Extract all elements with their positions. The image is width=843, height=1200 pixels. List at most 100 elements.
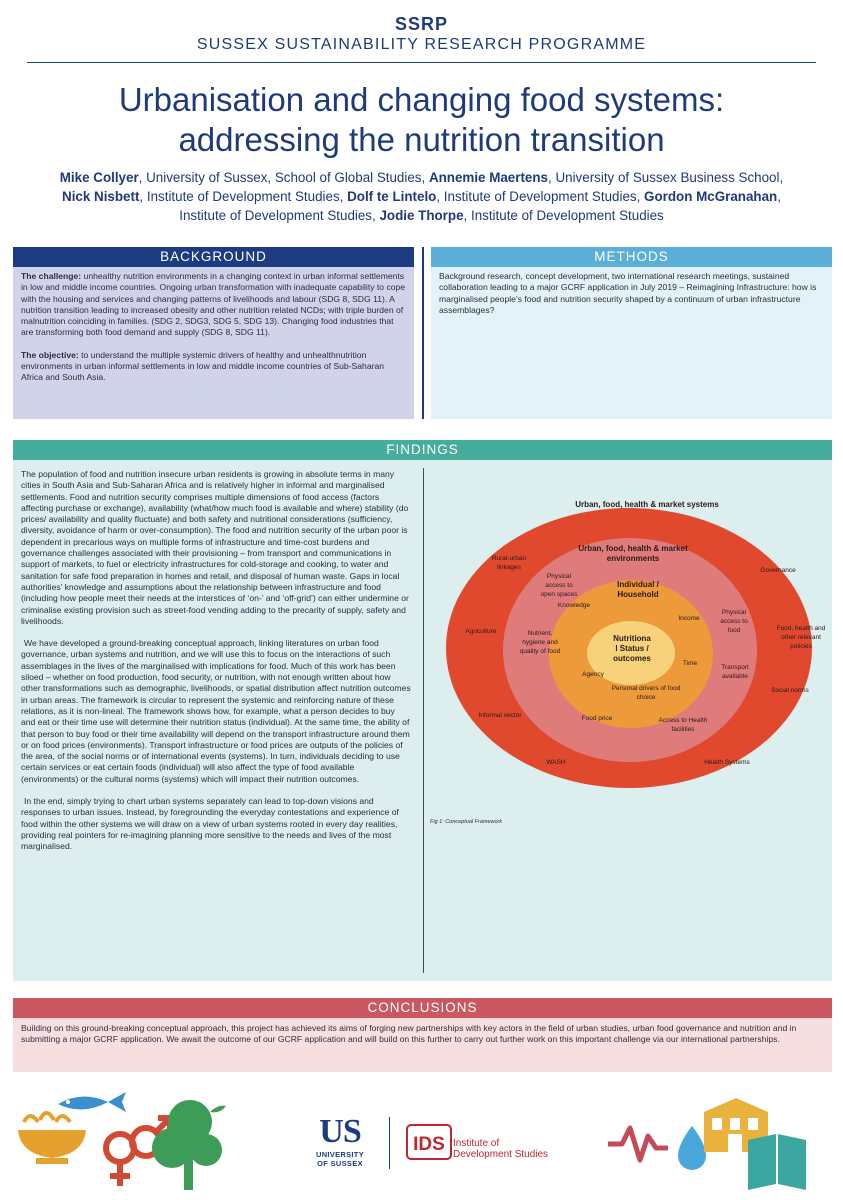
outcomes-core <box>587 621 675 685</box>
author-name: Nick Nisbett <box>62 189 140 204</box>
label-food-price: Food price <box>582 715 613 722</box>
fish-icon <box>58 1092 126 1112</box>
author-affiliation: , Institute of Development Studies, <box>436 189 645 204</box>
university-of-sussex-logo: US UNIVERSITY OF SUSSEX <box>305 1113 375 1169</box>
label-nutrient-3: quality of food <box>520 648 561 655</box>
methods-heading: METHODS <box>431 247 832 267</box>
author-affiliation: , <box>777 189 781 204</box>
label-food-health-1: Food, health and <box>777 625 826 632</box>
figure-caption: Fig 1: Conceptual Framework <box>430 819 503 825</box>
findings-divider <box>423 468 424 973</box>
label-rural-urban-1: Rural-urban <box>492 555 527 562</box>
findings-panel: The population of food and nutrition ins… <box>13 460 832 981</box>
label-physical-open-3: open spaces <box>541 591 579 598</box>
conclusions-heading: CONCLUSIONS <box>13 998 832 1018</box>
label-nutrient-2: hygiene and <box>522 639 558 646</box>
programme-name: SUSSEX SUSTAINABILITY RESEARCH PROGRAMME <box>196 36 647 53</box>
label-personal-1: Personal drivers of food <box>612 685 681 692</box>
findings-heading: FINDINGS <box>13 440 832 460</box>
challenge-text: unhealthy nutrition environments in a ch… <box>21 271 406 338</box>
ids-logo-mark: IDS <box>413 1134 445 1155</box>
ids-logo-icon: IDS <box>406 1124 452 1160</box>
outcomes-title-1: Nutritiona <box>613 634 651 643</box>
author-list: Mike Collyer, University of Sussex, Scho… <box>14 168 829 225</box>
author-name: Mike Collyer <box>59 170 139 185</box>
label-income: Income <box>678 615 700 622</box>
findings-text: The population of food and nutrition ins… <box>21 469 411 864</box>
author-name: Gordon McGranahan <box>644 189 778 204</box>
label-agriculture: Agriculture <box>465 628 496 635</box>
label-knowledge: Knowledge <box>558 602 591 609</box>
conclusions-text: Building on this ground-breaking concept… <box>21 1023 797 1045</box>
systems-title: Urban, food, health & market systems <box>575 500 719 509</box>
outcomes-title-3: outcomes <box>613 654 651 663</box>
conceptual-framework-diagram: Urban, food, health & market systems Urb… <box>446 500 826 788</box>
background-panel: The challenge: unhealthy nutrition envir… <box>13 267 414 419</box>
challenge-label: The challenge: <box>21 271 82 281</box>
environments-title-1: Urban, food, health & market <box>578 544 688 553</box>
programme-acronym: SSRP <box>394 14 449 34</box>
label-transport-1: Transport <box>721 664 749 671</box>
label-time: Time <box>683 660 698 667</box>
label-access-health-1: Access to Health <box>659 717 708 724</box>
author-name: Jodie Thorpe <box>379 208 464 223</box>
ids-logo-name-1: Institute of <box>453 1138 500 1149</box>
conclusions-panel: Building on this ground-breaking concept… <box>13 1018 832 1072</box>
findings-paragraph-2: We have developed a ground-breaking conc… <box>21 638 411 784</box>
poster-title-line-1: Urbanisation and changing food systems: <box>118 81 725 118</box>
label-transport-2: available <box>722 673 748 680</box>
label-access-health-2: facilities <box>671 726 695 733</box>
findings-paragraph-3: In the end, simply trying to chart urban… <box>21 796 399 852</box>
label-physical-open-1: Physical <box>547 573 572 580</box>
label-personal-2: choice <box>637 694 656 701</box>
methods-text: Background research, concept development… <box>439 271 817 315</box>
author-affiliation: , Institute of Development Studies <box>463 208 664 223</box>
findings-paragraph-1: The population of food and nutrition ins… <box>21 469 409 626</box>
author-name: Annemie Maertens <box>428 170 549 185</box>
label-health-systems: Health Systems <box>704 759 750 766</box>
bowl-icon <box>18 1111 86 1164</box>
label-governance: Governance <box>760 567 796 574</box>
poster-title-line-2: addressing the nutrition transition <box>178 121 665 158</box>
us-logo-mark: US <box>319 1113 361 1150</box>
label-physical-food-2: access to <box>720 618 748 625</box>
label-rural-urban-2: linkages <box>497 564 522 571</box>
logo-divider <box>389 1117 390 1169</box>
poster-title: Urbanisation and changing food systems: … <box>0 80 843 160</box>
author-name: Dolf te Lintelo <box>347 189 437 204</box>
footer-illustrations <box>18 1092 806 1190</box>
objective-text: to understand the multiple systemic driv… <box>21 349 385 383</box>
us-logo-name-2: OF SUSSEX <box>317 1159 363 1168</box>
author-affiliation: , University of Sussex Business School, <box>548 170 784 185</box>
methods-panel: Background research, concept development… <box>431 267 832 419</box>
background-heading: BACKGROUND <box>13 247 414 267</box>
section-divider <box>422 247 424 419</box>
label-food-health-2: other relevant <box>781 634 821 641</box>
label-physical-food-1: Physical <box>722 609 747 616</box>
book-icon <box>748 1134 806 1190</box>
label-food-health-3: policies <box>790 643 812 650</box>
label-physical-open-2: access to <box>545 582 573 589</box>
author-affiliation: Institute of Development Studies, <box>179 208 380 223</box>
objective-paragraph: The objective: to understand the multipl… <box>21 350 406 384</box>
ids-logo-name: Institute of Development Studies <box>453 1138 548 1160</box>
individual-title-1: Individual / <box>617 580 660 589</box>
heartbeat-icon <box>608 1125 668 1163</box>
tree-icon <box>152 1100 226 1190</box>
us-logo-name-1: UNIVERSITY <box>315 1150 364 1159</box>
label-informal-sector: Informal sector <box>479 712 523 719</box>
header-divider <box>27 62 816 63</box>
individual-title-2: Household <box>617 590 658 599</box>
objective-label: The objective: <box>21 349 79 360</box>
label-agency: Agency <box>582 671 604 678</box>
challenge-paragraph: The challenge: unhealthy nutrition envir… <box>21 271 406 339</box>
ids-logo-name-2: Development Studies <box>453 1149 549 1160</box>
label-physical-food-3: food <box>728 627 741 634</box>
author-affiliation: , Institute of Development Studies, <box>139 189 348 204</box>
outcomes-title-2: l Status / <box>615 644 649 653</box>
label-nutrient-1: Nutrient, <box>528 630 553 637</box>
house-icon <box>704 1098 768 1152</box>
label-wash: WASH <box>546 759 566 766</box>
water-drop-icon <box>678 1126 706 1170</box>
environments-title-2: environments <box>607 554 660 563</box>
